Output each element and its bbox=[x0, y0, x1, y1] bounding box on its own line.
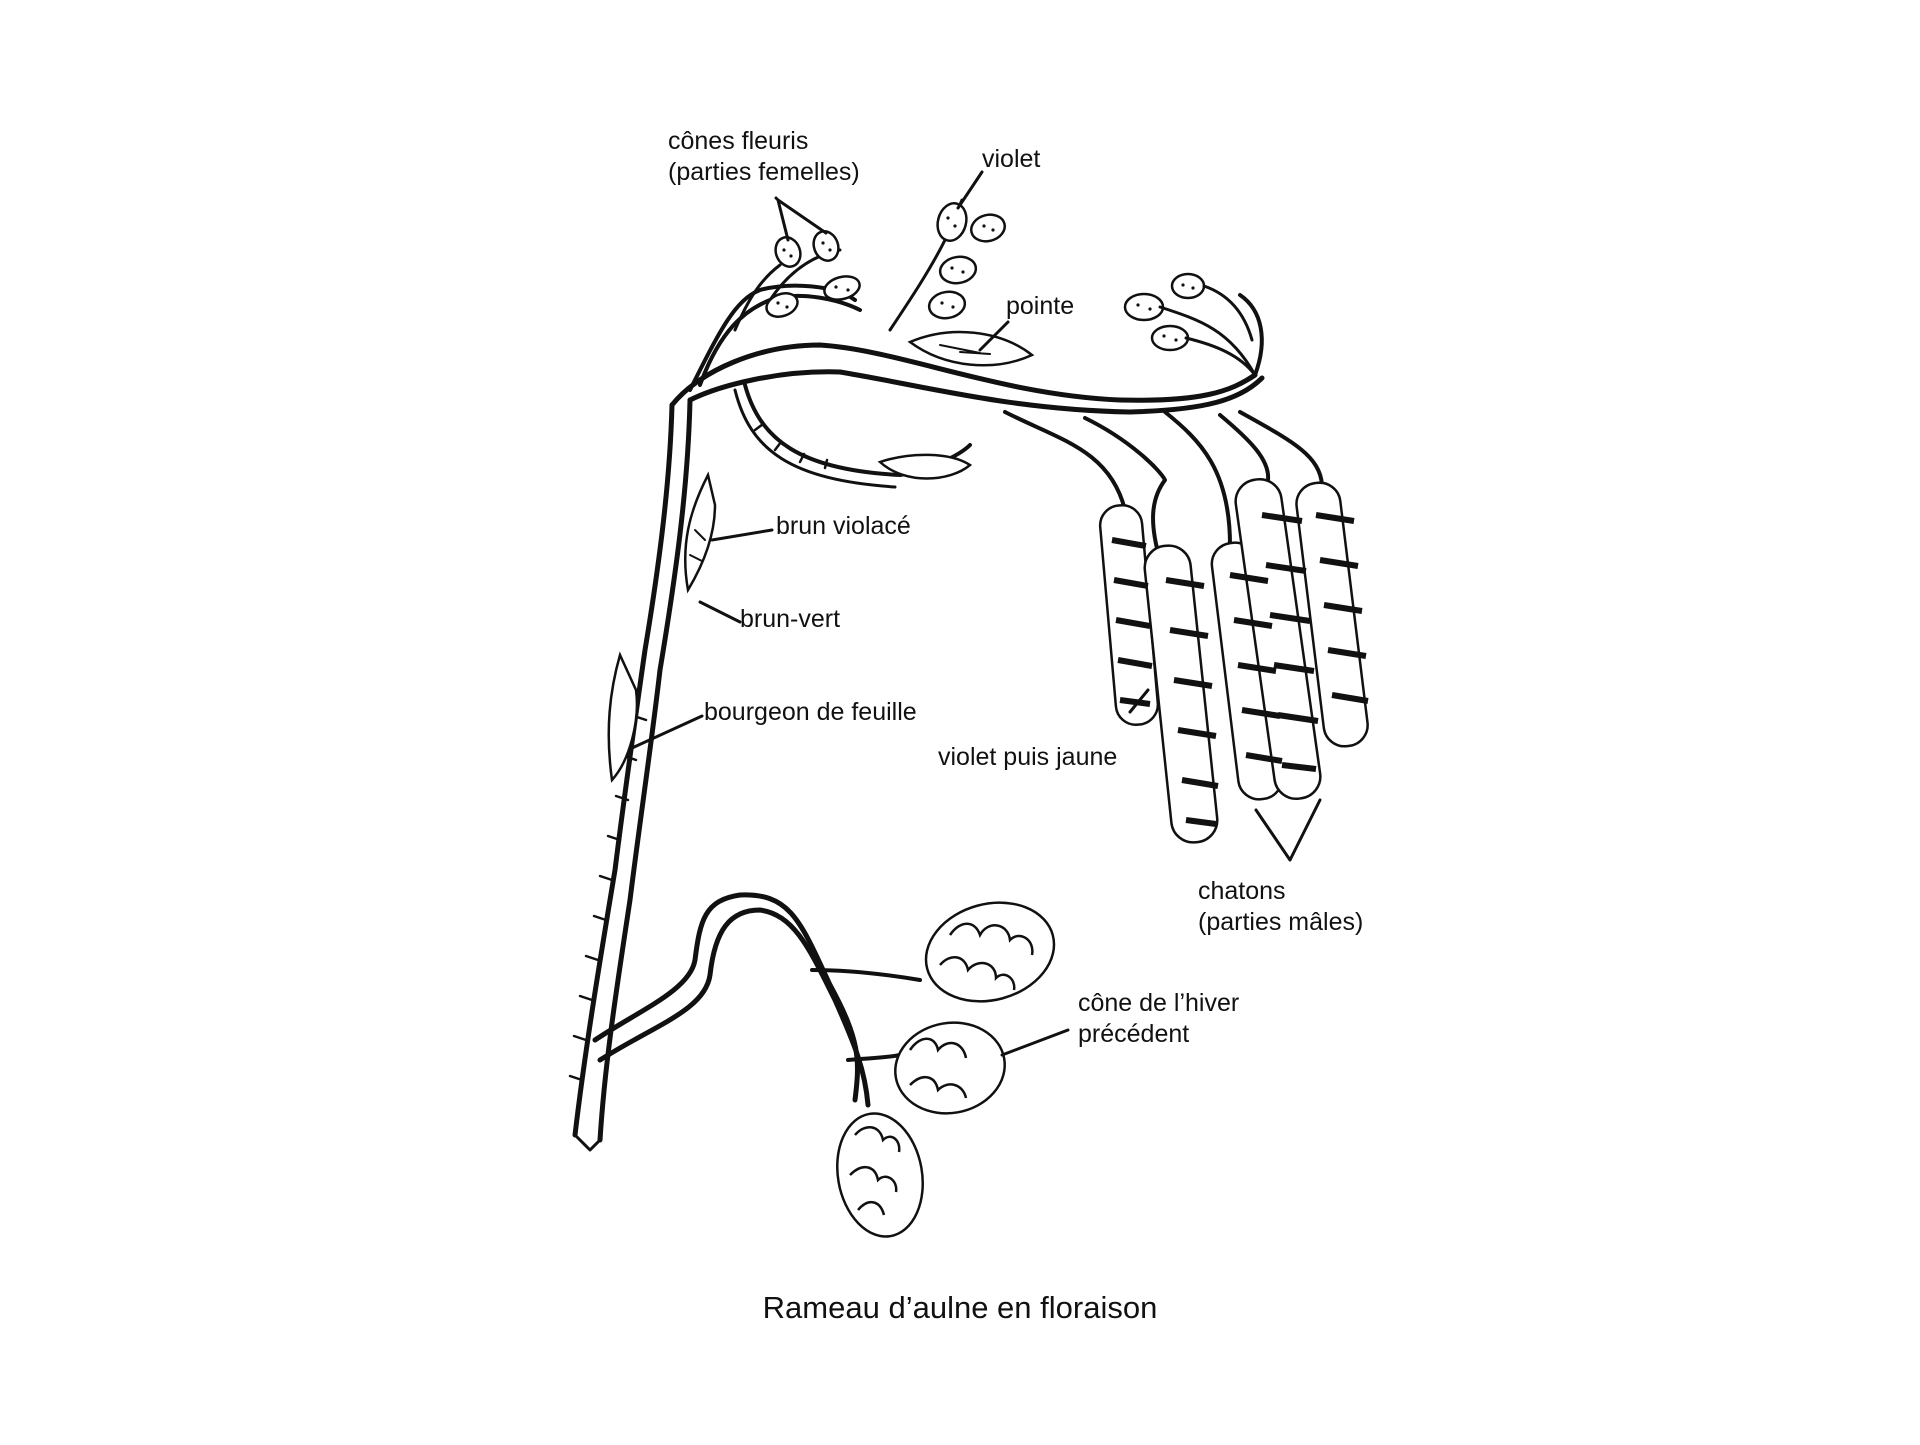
main-stem bbox=[568, 397, 693, 1152]
old-cones bbox=[836, 901, 1056, 1238]
label-cones-fleuris: cônes fleuris (parties femelles) bbox=[668, 126, 860, 188]
female-cones bbox=[765, 202, 1257, 377]
label-chatons-line2: (parties mâles) bbox=[1198, 908, 1364, 936]
label-cones-fleuris-line1: cônes fleuris bbox=[668, 127, 809, 155]
label-brun-vert: brun-vert bbox=[740, 605, 841, 633]
label-violet: violet bbox=[982, 145, 1041, 173]
label-bourgeon-de-feuille: bourgeon de feuille bbox=[704, 698, 917, 726]
label-cone-hiver-line1: cône de l’hiver bbox=[1078, 989, 1240, 1017]
label-cone-hiver: cône de l’hiver précédent bbox=[1078, 988, 1239, 1050]
label-cones-fleuris-line2: (parties femelles) bbox=[668, 158, 860, 186]
label-violet-puis-jaune: violet puis jaune bbox=[938, 743, 1118, 771]
label-pointe: pointe bbox=[1006, 292, 1075, 320]
lower-branch bbox=[592, 892, 922, 1108]
label-chatons: chatons (parties mâles) bbox=[1198, 876, 1363, 938]
stem-buds bbox=[607, 453, 973, 783]
label-chatons-line1: chatons bbox=[1198, 877, 1286, 905]
male-catkins bbox=[1003, 410, 1369, 844]
figure-caption: Rameau d’aulne en floraison bbox=[762, 1290, 1158, 1325]
leader-lines bbox=[630, 170, 1322, 1057]
pointed-bud bbox=[907, 330, 1035, 367]
label-brun-violace: brun violacé bbox=[776, 512, 911, 540]
label-cone-hiver-line2: précédent bbox=[1078, 1020, 1190, 1048]
